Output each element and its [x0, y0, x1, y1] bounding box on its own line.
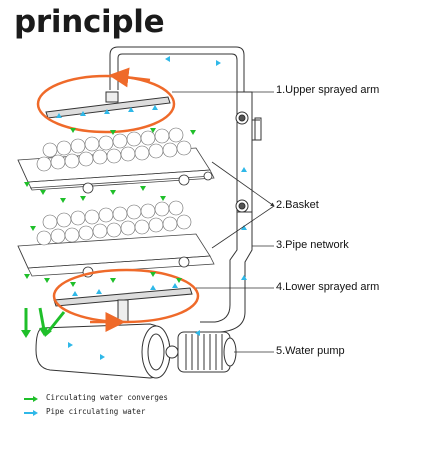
legend-item-pipe: Pipe circulating water: [22, 407, 145, 416]
cyan-flow-markers: [56, 56, 247, 360]
page-title: principle: [14, 4, 165, 40]
pipe-network: [200, 91, 262, 333]
label-basket: 2.Basket: [276, 199, 319, 211]
pipe-valve-lower: [235, 199, 249, 213]
basket-lower-cups: [36, 200, 192, 246]
leader-lines: [172, 91, 275, 353]
water-pump: [165, 331, 237, 373]
label-pipe-network: 3.Pipe network: [276, 239, 349, 251]
green-flow-markers: [24, 128, 196, 287]
label-lower-sprayed-arm: 4.Lower sprayed arm: [276, 281, 380, 293]
green-converge-arrows: [24, 307, 66, 333]
upper-orbit-arrow: [108, 67, 151, 88]
basket-lower: [17, 233, 215, 277]
legend-label-pipe: Pipe circulating water: [46, 407, 146, 416]
legend-green-arrow: [24, 396, 38, 402]
upper-sprayed-arm: [45, 91, 171, 119]
lower-sprayed-arm: [53, 287, 193, 323]
legend-label-converge: Circulating water converges: [46, 393, 168, 402]
basket-upper-wheels: [82, 171, 213, 194]
upper-orbit: [36, 74, 176, 134]
legend-item-converge: Circulating water converges: [22, 393, 168, 402]
sump-tank: [35, 323, 171, 379]
pipe-valve-upper: [235, 111, 249, 125]
label-water-pump: 5.Water pump: [276, 345, 345, 357]
basket-upper-cups: [36, 127, 192, 172]
label-upper-sprayed-arm: 1.Upper sprayed arm: [276, 84, 380, 96]
lower-orbit: [52, 268, 200, 324]
upper-supply-pipe: [109, 46, 245, 92]
legend-cyan-arrow: [24, 410, 38, 416]
